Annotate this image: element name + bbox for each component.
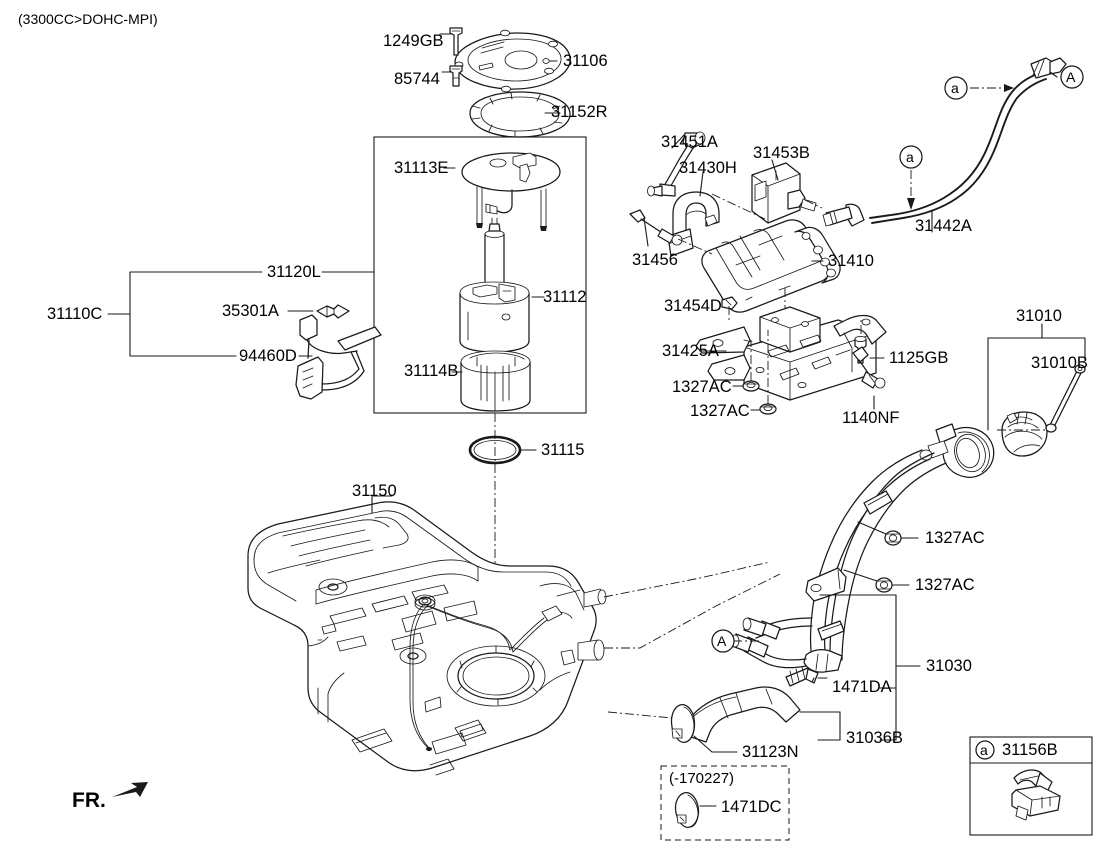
part-85744-screw [449,65,463,87]
diagram-header: (3300CC>DOHC-MPI) [18,11,158,27]
part-label-31152R: 31152R [551,103,608,121]
part-label-1327AC-d: 1327AC [915,576,975,594]
part-31152R-lock-ring [469,91,571,138]
part-label-1327AC-b: 1327AC [690,402,750,420]
part-label-31453B: 31453B [753,144,810,162]
part-label-31115: 31115 [541,441,585,459]
part-label-31036B: 31036B [846,729,903,747]
part-label-31106: 31106 [563,52,608,70]
callout-A2-circle [711,629,735,653]
pointer-1327AC-c [857,521,887,535]
callout-A1-lead [1049,71,1058,78]
part-1140NF-bolt [852,346,886,389]
part-label-1327AC-a: 1327AC [672,378,732,396]
part-label-31010: 31010 [1016,307,1062,325]
part-label-31110C: 31110C [47,305,103,323]
part-31010-fuel-cap [1001,411,1048,457]
part-31113E-flange [461,152,561,231]
part-label-31430H: 31430H [679,159,737,177]
part-1327AC-nut-c [884,530,902,546]
part-31150-fuel-tank [247,501,607,776]
link-tank-to-hose [607,711,673,719]
link-tank-to-filler-upper [604,573,781,649]
legend-part-label: 31156B [1002,741,1058,759]
part-label-1327AC-c: 1327AC [925,529,985,547]
part-31114B-reservoir [460,350,531,412]
part-label-35301A: 35301A [222,302,279,320]
part-label-1249GB: 1249GB [383,32,444,50]
part-31106-cover [454,29,571,93]
part-94460D-level-sender [295,314,382,400]
lead-31456 [643,217,649,247]
part-31453B-valve [751,162,817,224]
part-label-1125GB: 1125GB [889,349,949,367]
part-label-31010B: 31010B [1031,354,1088,372]
legend-marker-glyph: a [980,742,988,758]
callout-marker-A1: A [1066,69,1076,85]
part-1327AC-nut-d [875,577,893,593]
lead-31123N [693,735,738,753]
callout-marker-A2: A [717,633,727,649]
fr-direction-label: FR. [72,789,106,812]
part-label-94460D: 94460D [239,347,297,365]
callout-marker-a1: a [951,80,959,96]
fr-direction-arrow [112,782,148,797]
legend-box [969,736,1093,836]
pump-module-group-box [373,136,587,414]
part-31456-bolt [629,209,683,246]
callout-A1-circle [1060,65,1084,89]
part-31156B-clip [1011,769,1061,821]
part-31425A-bracket [695,306,887,401]
lead-1471DA-pt [811,677,815,683]
part-label-31120L: 31120L [267,263,321,281]
pointer-1327AC-d [843,569,878,582]
callout-a2-circle [899,145,923,169]
part-31451A-sensor [647,131,706,197]
legend-marker-circle [975,740,995,760]
lead-31453B [771,159,779,181]
lead-31430H [699,171,704,197]
part-label-31410: 31410 [828,252,874,270]
part-label-1471DA: 1471DA [832,678,892,696]
part-label-31451A: 31451A [661,133,718,151]
callout-a1-circle [944,76,968,100]
date-variant-box [660,765,790,841]
part-label-31425A: 31425A [662,342,719,360]
part-label-31114B: 31114B [404,362,459,380]
part-pump-cylinder-upper [484,217,505,290]
part-label-85744: 85744 [394,70,440,88]
lead-31451A [671,134,685,149]
part-1327AC-nut-b [759,403,777,415]
part-label-31123N: 31123N [742,743,799,761]
canister-valve-centerline [711,193,766,220]
part-31410-canister [701,219,841,313]
part-label-31150: 31150 [352,482,397,500]
part-1471DC-clamp [674,791,700,828]
link-tank-to-filler-lower [603,561,771,598]
canister-bolt-centerline [677,238,713,255]
callout-marker-a2: a [906,149,914,165]
part-label-31113E: 31113E [394,159,449,177]
part-label-31454D: 31454D [664,297,722,315]
part-1327AC-nut-a [742,380,760,392]
part-35301A-filter [316,304,350,319]
part-label-31112: 31112 [543,288,587,306]
canister-hose-centerline [804,199,823,209]
part-31010B-tether [1045,364,1086,433]
part-label-31456: 31456 [632,251,678,269]
date-variant-note: (-170227) [669,770,735,787]
part-31030-filler-neck [730,423,995,687]
part-label-1471DC: 1471DC [721,798,782,816]
part-label-1140NF: 1140NF [842,409,900,427]
part-31112-fuel-pump [459,281,530,365]
part-31442A-vapor-hose [822,57,1067,227]
part-label-31030: 31030 [926,657,972,675]
part-31036B-hose [670,686,801,743]
part-label-31442A: 31442A [915,217,972,235]
part-31454D-nut [721,296,738,310]
part-31430H-elbow [667,191,720,257]
